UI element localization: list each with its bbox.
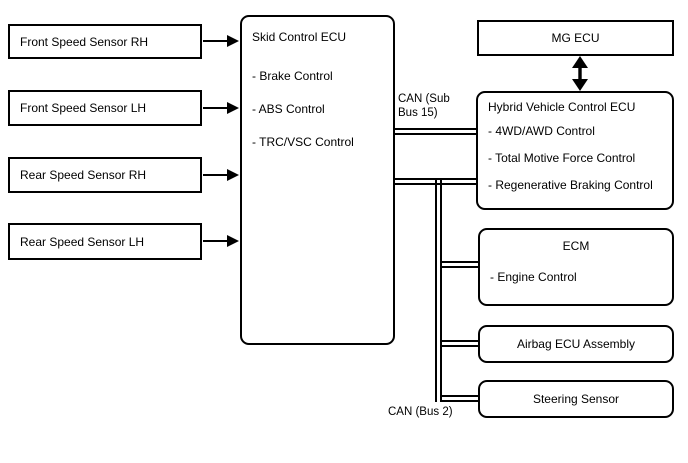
sensor-label: Front Speed Sensor LH [20,101,147,115]
sensor-box-front-speed-lh: Front Speed Sensor LH [8,90,202,126]
sensor-label: Rear Speed Sensor RH [20,168,147,182]
arrow-rear-lh-icon [227,235,239,247]
skid-ecu-item: - Brake Control [252,69,333,83]
arrow-front-rh-line [203,40,228,42]
can-sub-bus-label: CAN (Sub Bus 15) [398,93,458,121]
hybrid-ecu-title: Hybrid Vehicle Control ECU [488,100,636,114]
mg-ecu-box: MG ECU [477,20,674,56]
can-bus2-label: CAN (Bus 2) [388,406,453,420]
airbag-ecu-box: Airbag ECU Assembly [478,325,674,363]
can-bus2-trunk [435,178,442,402]
hybrid-ecu-item: - Total Motive Force Control [488,151,636,165]
arrow-front-lh-line [203,107,228,109]
arrow-front-lh-icon [227,102,239,114]
arrow-rear-lh-line [203,240,228,242]
arrow-rear-rh-line [203,174,228,176]
can-bus2-branch-steering [440,395,478,402]
hybrid-ecu-box: Hybrid Vehicle Control ECU - 4WD/AWD Con… [476,91,674,210]
skid-ecu-box: Skid Control ECU - Brake Control - ABS C… [240,15,395,345]
bidirectional-arrow-icon [572,56,588,91]
steering-sensor-box: Steering Sensor [478,380,674,418]
arrow-rear-rh-icon [227,169,239,181]
sensor-label: Rear Speed Sensor LH [20,234,145,249]
skid-ecu-title: Skid Control ECU [252,30,347,44]
sensor-box-rear-speed-lh: Rear Speed Sensor LH [8,223,202,260]
arrow-front-rh-icon [227,35,239,47]
steering-sensor-title: Steering Sensor [532,392,620,406]
can-sub-bus-line [395,128,476,135]
can-bus2-branch-ecm [440,261,478,268]
hybrid-ecu-item: - 4WD/AWD Control [488,124,595,138]
skid-ecu-item: - ABS Control [252,102,325,116]
can-bus2-branch-airbag [440,340,478,347]
sensor-box-rear-speed-rh: Rear Speed Sensor RH [8,157,202,193]
skid-ecu-item: - TRC/VSC Control [252,135,354,149]
ecm-title: ECM [562,239,590,253]
mg-ecu-title: MG ECU [551,31,600,45]
hybrid-ecu-item: - Regenerative Braking Control [488,178,653,192]
sensor-label: Front Speed Sensor RH [20,34,149,49]
sensor-box-front-speed-rh: Front Speed Sensor RH [8,24,202,59]
airbag-ecu-title: Airbag ECU Assembly [516,337,636,351]
ecm-item: - Engine Control [490,270,577,284]
ecm-box: ECM - Engine Control [478,228,674,306]
